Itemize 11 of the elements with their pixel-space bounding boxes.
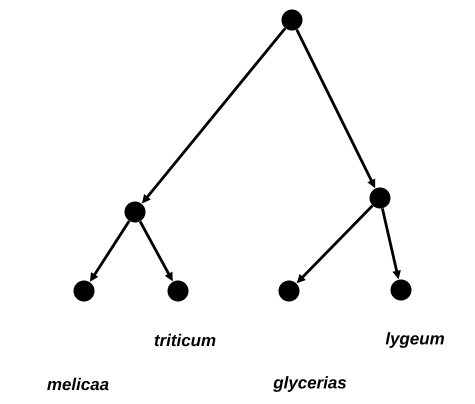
- leaf-label: triticum: [154, 334, 216, 346]
- leaf-label: glycerias: [273, 376, 346, 392]
- tree-node: [282, 10, 302, 30]
- tree-node: [278, 280, 300, 302]
- tree-node: [370, 188, 390, 208]
- tree-node: [74, 280, 94, 302]
- leaf-label: lygeum: [386, 332, 444, 348]
- tree-node: [168, 280, 188, 302]
- tree-node: [124, 202, 146, 222]
- tree-node: [390, 280, 412, 300]
- leaf-label: melicaa: [47, 378, 109, 390]
